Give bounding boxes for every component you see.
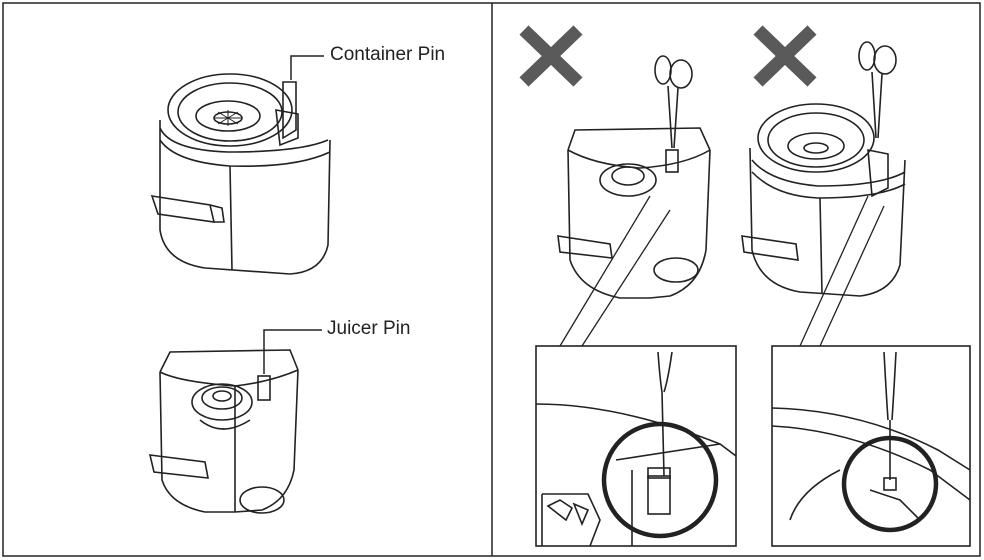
zoom-inset-container-pin	[772, 346, 970, 546]
container-pin-leader	[291, 56, 324, 80]
juicer-pin-label: Juicer Pin	[327, 318, 410, 340]
container-pin-label: Container Pin	[330, 44, 445, 66]
container-scissors-illustration	[742, 104, 905, 296]
scissors-icon-2	[859, 42, 896, 138]
incorrect-x-mark-1	[524, 30, 578, 82]
scissors-icon	[655, 56, 692, 148]
incorrect-x-mark-2	[758, 30, 812, 82]
juicer-base-scissors-illustration	[558, 128, 710, 298]
juicer-base-illustration	[150, 350, 298, 513]
container-assembly-illustration	[152, 74, 330, 274]
juicer-pin-leader	[264, 330, 322, 374]
zoom-inset-juicer-pin	[536, 346, 736, 546]
zoom-lines-2	[800, 196, 884, 346]
